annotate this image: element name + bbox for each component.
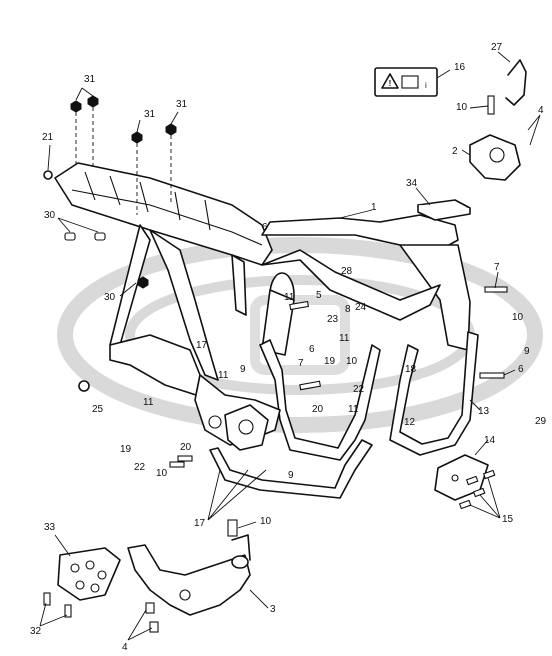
callout-16: 16 xyxy=(454,62,466,73)
callouts: 31 31 31 21 30 30 25 11 19 22 10 20 17 1… xyxy=(30,42,547,653)
steering-lock-assembly xyxy=(469,59,527,181)
callout-31: 31 xyxy=(176,99,188,110)
callout-4: 4 xyxy=(538,105,544,116)
callout-9: 9 xyxy=(288,470,294,481)
callout-10: 10 xyxy=(512,312,524,323)
callout-11: 11 xyxy=(284,292,295,303)
callout-19: 19 xyxy=(120,444,132,455)
callout-6: 6 xyxy=(262,222,268,233)
callout-11: 11 xyxy=(339,333,350,344)
tray-34 xyxy=(417,199,471,221)
callout-10: 10 xyxy=(260,516,272,527)
callout-30: 30 xyxy=(44,210,56,221)
callout-11: 11 xyxy=(143,397,154,408)
callout-6: 6 xyxy=(309,344,315,355)
callout-33: 33 xyxy=(44,522,56,533)
rear-subframe xyxy=(54,162,273,381)
callout-2: 2 xyxy=(452,146,458,157)
callout-18: 18 xyxy=(405,364,417,375)
callout-1: 1 xyxy=(371,202,377,213)
callout-32: 32 xyxy=(30,626,42,637)
callout-4: 4 xyxy=(122,642,128,653)
callout-15: 15 xyxy=(502,514,514,525)
callout-22: 22 xyxy=(353,384,365,395)
pivot-plates xyxy=(109,334,281,451)
warning-label-16: ! i xyxy=(374,67,438,97)
callout-14: 14 xyxy=(484,435,496,446)
callout-23: 23 xyxy=(327,314,339,325)
callout-28: 28 xyxy=(341,266,353,277)
callout-8: 8 xyxy=(345,304,351,315)
callout-19: 19 xyxy=(324,356,336,367)
callout-17: 17 xyxy=(196,340,208,351)
callout-7: 7 xyxy=(494,262,500,273)
callout-11: 11 xyxy=(218,370,229,381)
callout-10: 10 xyxy=(156,468,168,479)
callout-24: 24 xyxy=(355,302,367,313)
callout-27: 27 xyxy=(491,42,503,53)
callout-9: 9 xyxy=(240,364,246,375)
plate-14 xyxy=(434,454,496,510)
callout-9: 9 xyxy=(524,346,530,357)
callout-31: 31 xyxy=(84,74,96,85)
callout-3: 3 xyxy=(270,604,276,615)
callout-30: 30 xyxy=(104,292,116,303)
callout-22: 22 xyxy=(134,462,146,473)
callout-13: 13 xyxy=(478,406,490,417)
callout-20: 20 xyxy=(180,442,192,453)
callout-12: 12 xyxy=(404,417,416,428)
fasteners xyxy=(43,95,508,633)
leader-lines xyxy=(39,51,541,641)
callout-34: 34 xyxy=(406,178,418,189)
callout-10: 10 xyxy=(456,102,468,113)
callout-11: 11 xyxy=(348,404,359,415)
callout-29: 29 xyxy=(535,416,547,427)
heel-plate-33 xyxy=(57,547,121,601)
callout-17: 17 xyxy=(194,518,206,529)
callout-31: 31 xyxy=(144,109,156,120)
main-frame-1 xyxy=(261,214,471,356)
callout-20: 20 xyxy=(312,404,324,415)
callout-5: 5 xyxy=(316,290,322,301)
callout-21: 21 xyxy=(42,132,54,143)
callout-25: 25 xyxy=(92,404,104,415)
callout-7: 7 xyxy=(298,358,304,369)
callout-10: 10 xyxy=(346,356,358,367)
warning-glyph: ! xyxy=(389,79,392,88)
callout-6: 6 xyxy=(518,364,524,375)
footrest-bracket-3 xyxy=(127,534,251,616)
book-glyph: i xyxy=(425,81,427,90)
